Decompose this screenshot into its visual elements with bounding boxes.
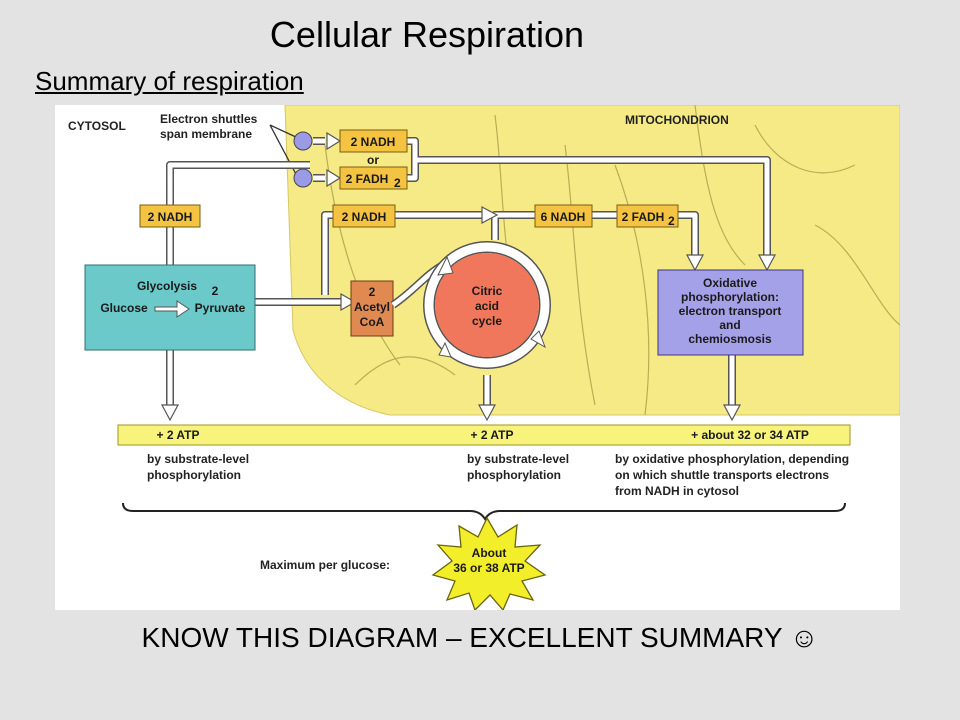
svg-text:chemiosmosis: chemiosmosis — [688, 332, 772, 346]
nadh-pyruvate-box: 2 NADH — [332, 204, 396, 228]
shuttle-circle-top — [293, 131, 313, 151]
slide-title: Cellular Respiration — [269, 14, 585, 55]
svg-text:electron transport: electron transport — [679, 304, 782, 318]
atp-left: + 2 ATP — [156, 428, 199, 442]
fadh2-cycle-box: 2 FADH 2 — [616, 204, 679, 228]
atp-notes: by substrate-level phosphorylation by su… — [147, 452, 849, 498]
cytosol-label: CYTOSOL — [68, 119, 126, 133]
svg-text:2 NADH: 2 NADH — [342, 210, 387, 224]
svg-text:2 NADH: 2 NADH — [148, 210, 193, 224]
svg-text:2: 2 — [369, 285, 376, 299]
oxidative-phosphorylation-box: Oxidative phosphorylation: electron tran… — [657, 269, 804, 356]
or-label: or — [367, 153, 379, 167]
glycolysis-box: Glycolysis 2 Glucose Pyruvate — [84, 264, 256, 351]
svg-text:from NADH in cytosol: from NADH in cytosol — [615, 484, 739, 498]
atp-right: + about 32 or 34 ATP — [691, 428, 809, 442]
svg-text:cycle: cycle — [472, 314, 502, 328]
svg-text:2 NADH: 2 NADH — [351, 135, 396, 149]
svg-text:2: 2 — [212, 284, 219, 298]
svg-text:Pyruvate: Pyruvate — [195, 301, 246, 315]
acetyl-coa-box: 2 Acetyl CoA — [350, 280, 394, 337]
svg-text:2 FADH: 2 FADH — [622, 210, 665, 224]
svg-text:36 or 38 ATP: 36 or 38 ATP — [453, 561, 524, 575]
svg-text:Glycolysis: Glycolysis — [137, 279, 197, 293]
slide-subtitle: Summary of respiration — [35, 66, 304, 96]
footer-note: KNOW THIS DIAGRAM – EXCELLENT SUMMARY ☺ — [141, 622, 819, 653]
atp-bar: + 2 ATP + 2 ATP + about 32 or 34 ATP — [117, 424, 851, 446]
svg-text:Citric: Citric — [472, 284, 503, 298]
svg-text:on which shuttle transports el: on which shuttle transports electrons — [615, 468, 829, 482]
svg-text:phosphorylation:: phosphorylation: — [681, 290, 779, 304]
svg-text:Acetyl: Acetyl — [354, 300, 390, 314]
nadh-6-box: 6 NADH — [534, 204, 593, 228]
svg-text:Glucose: Glucose — [100, 301, 148, 315]
shuttle-pointer-lines — [269, 124, 299, 179]
shuttles-label-1: Electron shuttles — [160, 112, 258, 126]
respiration-diagram: CYTOSOL MITOCHONDRION Electron shuttles … — [55, 104, 901, 612]
nadh-shuttle-box: 2 NADH — [339, 129, 408, 153]
svg-text:About: About — [472, 546, 507, 560]
nadh-cytosol-box: 2 NADH — [139, 204, 201, 228]
atp-burst: About 36 or 38 ATP — [431, 516, 547, 612]
arrowheads — [161, 131, 776, 422]
svg-text:6 NADH: 6 NADH — [541, 210, 586, 224]
citric-acid-cycle: Citric acid cycle — [390, 241, 551, 369]
svg-text:CoA: CoA — [360, 315, 385, 329]
mitochondrion-label: MITOCHONDRION — [625, 113, 729, 127]
svg-text:phosphorylation: phosphorylation — [147, 468, 241, 482]
atp-middle: + 2 ATP — [470, 428, 513, 442]
svg-text:acid: acid — [475, 299, 499, 313]
shuttles-label-2: span membrane — [160, 127, 252, 141]
svg-text:by oxidative phosphorylation,: by oxidative phosphorylation, depending — [615, 452, 849, 466]
flow-arrows-fill — [167, 138, 770, 410]
svg-text:phosphorylation: phosphorylation — [467, 468, 561, 482]
max-label: Maximum per glucose: — [260, 558, 390, 572]
fadh2-shuttle-box: 2 FADH 2 — [339, 166, 408, 190]
svg-text:by substrate-level: by substrate-level — [467, 452, 569, 466]
diagram-canvas: CYTOSOL MITOCHONDRION Electron shuttles … — [68, 104, 901, 612]
svg-text:and: and — [719, 318, 740, 332]
svg-text:2: 2 — [668, 214, 675, 228]
svg-text:by substrate-level: by substrate-level — [147, 452, 249, 466]
svg-text:Oxidative: Oxidative — [703, 276, 757, 290]
svg-text:2 FADH: 2 FADH — [346, 172, 389, 186]
summary-brace — [122, 502, 846, 521]
shuttle-circle-bottom — [293, 168, 313, 188]
svg-text:2: 2 — [394, 176, 401, 190]
